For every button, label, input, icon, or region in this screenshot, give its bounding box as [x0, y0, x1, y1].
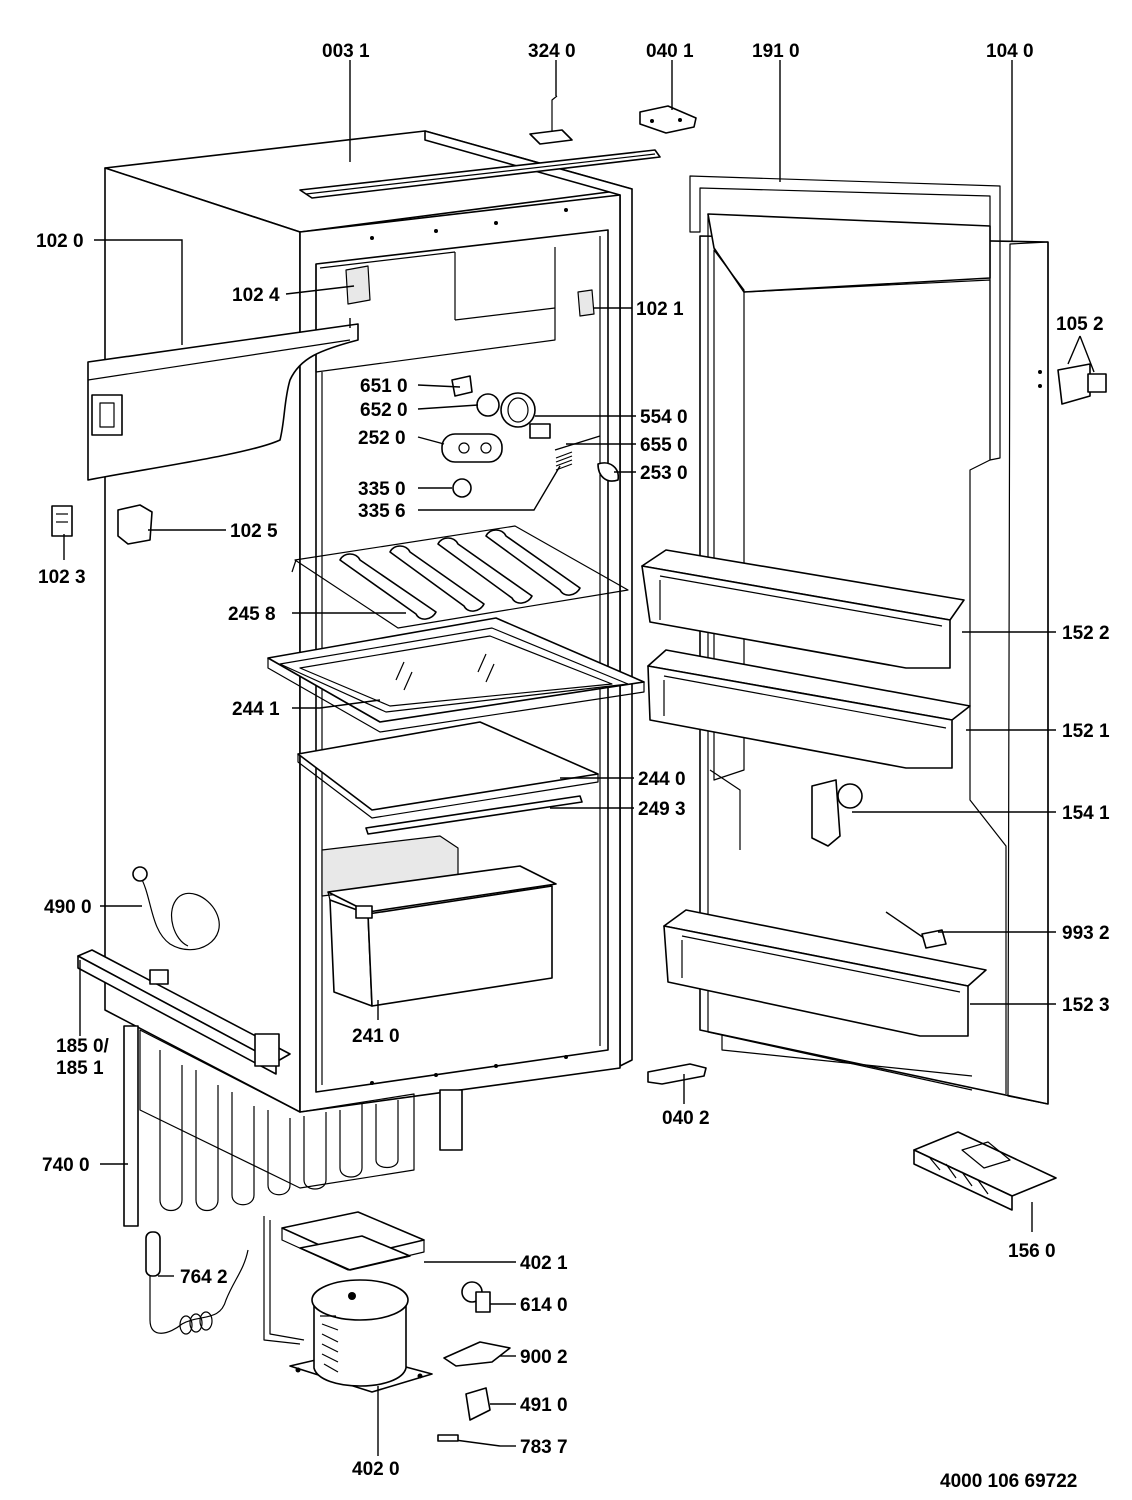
callout-740-0: 740 0 [42, 1155, 90, 1176]
door-bin-middle [647, 649, 971, 769]
callout-102-1: 102 1 [636, 299, 684, 320]
callout-156-0: 156 0 [1008, 1241, 1056, 1262]
condenser [123, 1025, 463, 1227]
callout-554-0: 554 0 [640, 407, 688, 428]
callout-185-0: 185 0/ [56, 1036, 110, 1057]
door-bin-bottom [663, 909, 987, 1037]
evaporator-shelf [291, 525, 629, 629]
callout-104-0: 104 0 [986, 41, 1034, 62]
door-bin-top [641, 549, 965, 669]
callout-152-2: 152 2 [1062, 623, 1110, 644]
cabinet-drawing [51, 95, 697, 1447]
callout-152-3: 152 3 [1062, 995, 1110, 1016]
door-drawing [641, 175, 1107, 1211]
callout-900-2: 900 2 [520, 1347, 568, 1368]
ice-tray [913, 1131, 1057, 1211]
callout-102-4: 102 4 [232, 285, 280, 306]
callout-402-0: 402 0 [352, 1459, 400, 1480]
compressor [263, 1216, 433, 1393]
thermostat-parts [441, 375, 620, 498]
glass-shelf [267, 617, 645, 733]
callout-652-0: 652 0 [360, 400, 408, 421]
callout-244-1: 244 1 [232, 699, 280, 720]
callout-491-0: 491 0 [520, 1395, 568, 1416]
callout-764-2: 764 2 [180, 1267, 228, 1288]
callout-185-1: 185 1 [56, 1058, 104, 1079]
callout-labels: 003 1 324 0 040 1 191 0 104 0 102 0 102 … [36, 41, 1110, 1492]
leader-lines [63, 60, 1095, 1456]
callout-102-3: 102 3 [38, 567, 86, 588]
callout-655-0: 655 0 [640, 435, 688, 456]
compressor-tray [281, 1211, 425, 1271]
callout-245-8: 245 8 [228, 604, 276, 625]
callout-614-0: 614 0 [520, 1295, 568, 1316]
crisper-drawer [327, 865, 557, 1007]
callout-402-1: 402 1 [520, 1253, 568, 1274]
callout-249-3: 249 3 [638, 799, 686, 820]
callout-324-0: 324 0 [528, 41, 576, 62]
drawing-number: 4000 106 69722 [940, 1471, 1077, 1492]
callout-335-6: 335 6 [358, 501, 406, 522]
callout-993-2: 993 2 [1062, 923, 1110, 944]
callout-241-0: 241 0 [352, 1026, 400, 1047]
callout-253-0: 253 0 [640, 463, 688, 484]
callout-152-1: 152 1 [1062, 721, 1110, 742]
callout-335-0: 335 0 [358, 479, 406, 500]
callout-102-0: 102 0 [36, 231, 84, 252]
callout-040-2: 040 2 [662, 1108, 710, 1129]
callout-105-2: 105 2 [1056, 314, 1104, 335]
callout-102-5: 102 5 [230, 521, 278, 542]
callout-191-0: 191 0 [752, 41, 800, 62]
callout-651-0: 651 0 [360, 376, 408, 397]
callout-783-7: 783 7 [520, 1437, 568, 1458]
callout-040-1: 040 1 [646, 41, 694, 62]
callout-003-1: 003 1 [322, 41, 370, 62]
callout-252-0: 252 0 [358, 428, 406, 449]
callout-490-0: 490 0 [44, 897, 92, 918]
callout-154-1: 154 1 [1062, 803, 1110, 824]
callout-244-0: 244 0 [638, 769, 686, 790]
